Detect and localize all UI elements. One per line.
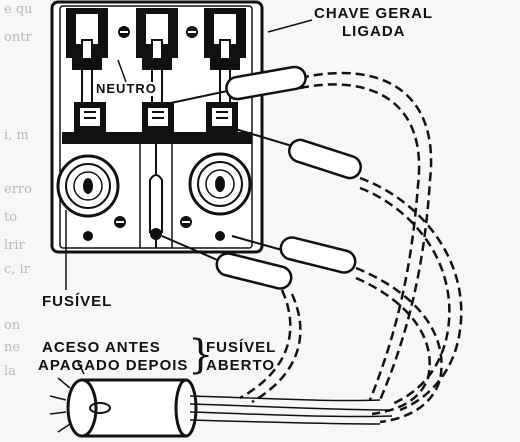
test-lead-wires [239, 71, 463, 424]
bleed-text: c, ir [4, 262, 30, 277]
label-chave-geral: CHAVE GERAL [314, 5, 434, 22]
label-ligada: LIGADA [342, 23, 406, 40]
brace-symbol: } [188, 332, 215, 378]
screw-terminal-icon [114, 216, 126, 228]
fuse-cartridge-icon [188, 152, 252, 216]
lamp-bulb-icon [49, 361, 393, 438]
test-probe-icon [231, 235, 357, 274]
bleed-text: la [4, 364, 16, 379]
screw-terminal-icon [118, 26, 130, 38]
lower-terminal-right [206, 102, 238, 132]
label-neutro: NEUTRO [94, 81, 159, 96]
bleed-text: to [4, 210, 18, 225]
screw-terminal-icon [186, 26, 198, 38]
label-fusivel: FUSÍVEL [42, 293, 113, 310]
test-probe-icon [161, 235, 293, 290]
fuse-cartridge-icon [56, 154, 120, 218]
bleed-text: lrir [4, 238, 25, 253]
label-fusivel-aberto-2: ABERTO [206, 357, 276, 374]
neutral-slot [149, 174, 163, 240]
screw-terminal-icon [180, 216, 192, 228]
bleed-text: i, m [4, 128, 29, 143]
screw-terminal-icon [83, 231, 93, 241]
label-aceso-antes: ACESO ANTES [42, 339, 161, 356]
screw-terminal-icon [215, 231, 225, 241]
switch-blade-middle [136, 8, 178, 121]
label-apagado-depois: APAGADO DEPOIS [38, 357, 189, 374]
bleed-text: on [4, 318, 21, 333]
lower-terminal-middle [142, 102, 174, 132]
bleed-text: ne [4, 340, 21, 355]
leader-neutro [117, 59, 127, 83]
test-probe-icon [231, 127, 362, 180]
test-probe-icon [165, 65, 307, 105]
leader-chave-geral [267, 19, 313, 33]
lower-terminal-left [74, 102, 106, 132]
label-fusivel-aberto-1: FUSÍVEL [206, 339, 277, 356]
switch-blade-left [66, 8, 108, 121]
bleed-text: erro [4, 182, 32, 197]
bleed-text: ontr [4, 30, 32, 45]
bleed-text: e qu [4, 2, 33, 17]
